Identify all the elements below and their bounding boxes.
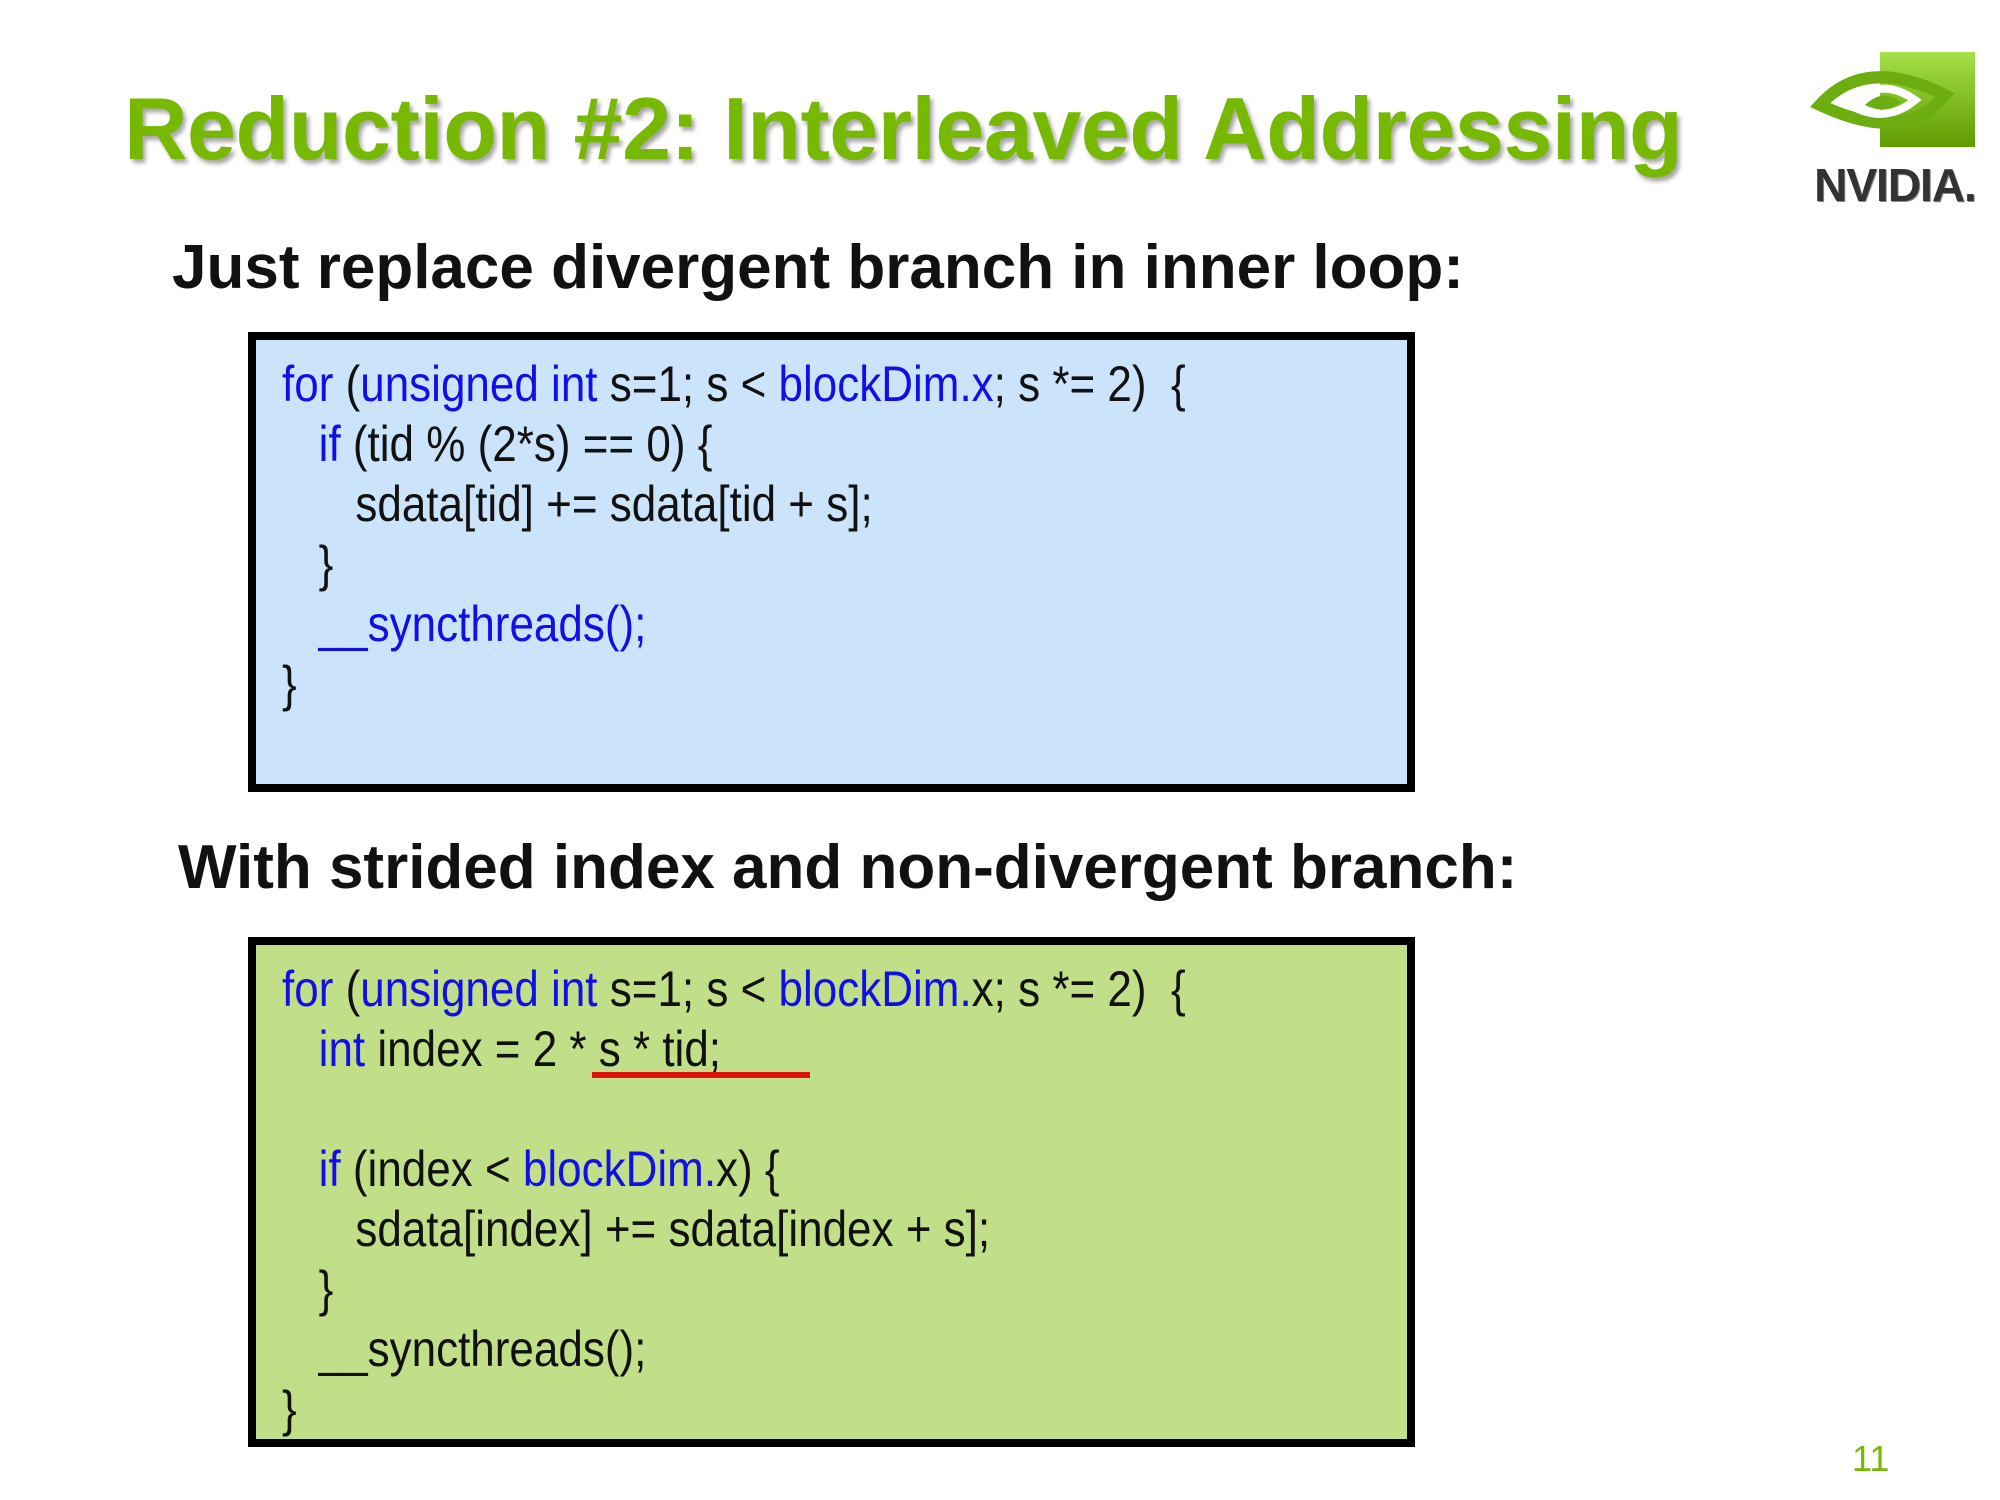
code-text: }: [282, 536, 334, 592]
code-text: s=1; s <: [597, 961, 779, 1017]
code-keyword: for: [282, 961, 334, 1017]
code-keyword: __syncthreads();: [318, 596, 647, 652]
code-text: sdata[index] += sdata[index + s];: [282, 1201, 991, 1257]
code-keyword: int: [318, 1021, 366, 1077]
code-text: (tid % (2*s) == 0) {: [340, 416, 713, 472]
code-box-strided: for (unsigned int s=1; s < blockDim.x; s…: [248, 937, 1415, 1447]
code-line: if (index < blockDim.x) {: [282, 1139, 1186, 1199]
code-text: [282, 1081, 294, 1137]
code-text: }: [282, 656, 297, 712]
code-keyword: unsigned int: [360, 961, 598, 1017]
code-text: }: [282, 1381, 297, 1437]
nvidia-wordmark: NVIDIA.: [1814, 159, 1977, 211]
subtitle-divergent: Just replace divergent branch in inner l…: [172, 233, 1464, 302]
code-box-original: for (unsigned int s=1; s < blockDim.x; s…: [248, 332, 1415, 792]
code-text: ; s *= 2) {: [993, 356, 1186, 412]
code-text: x; s *= 2) {: [971, 961, 1186, 1017]
code-keyword: blockDim.: [778, 961, 972, 1017]
code-line: [282, 1079, 1186, 1139]
code-line: for (unsigned int s=1; s < blockDim.x; s…: [282, 959, 1186, 1019]
code-line: }: [282, 534, 1186, 594]
slide-title: Reduction #2: Interleaved Addressing: [124, 79, 1683, 178]
code-keyword: if: [318, 416, 341, 472]
code-keyword: unsigned int: [360, 356, 598, 412]
code-keyword: for: [282, 356, 334, 412]
page-number: 11: [1852, 1438, 1890, 1479]
code-line: __syncthreads();: [282, 1319, 1186, 1379]
code-text: sdata[tid] += sdata[tid + s];: [282, 476, 873, 532]
nvidia-logo: NVIDIA.: [1795, 50, 1995, 211]
code-line: if (tid % (2*s) == 0) {: [282, 414, 1186, 474]
code-keyword: blockDim.x: [778, 356, 994, 412]
code-line: sdata[tid] += sdata[tid + s];: [282, 474, 1186, 534]
code-text: (index <: [340, 1141, 523, 1197]
code-text: [282, 1021, 319, 1077]
code-text: [282, 596, 319, 652]
code-text: (: [333, 356, 361, 412]
code-line: }: [282, 1259, 1186, 1319]
code-keyword: if: [318, 1141, 341, 1197]
code-keyword: blockDim.: [522, 1141, 717, 1197]
code-text: (: [333, 961, 361, 1017]
code-line: }: [282, 1379, 1186, 1439]
code-text: [282, 416, 319, 472]
subtitle-strided: With strided index and non-divergent bra…: [178, 833, 1518, 902]
code-text: [282, 1141, 319, 1197]
red-underline-highlight: [592, 1072, 810, 1078]
code-line: sdata[index] += sdata[index + s];: [282, 1199, 1186, 1259]
code-text: index = 2 * s * tid;: [365, 1021, 722, 1077]
code-line: int index = 2 * s * tid;: [282, 1019, 1186, 1079]
code-line: __syncthreads();: [282, 594, 1186, 654]
code-block-strided: for (unsigned int s=1; s < blockDim.x; s…: [282, 959, 1186, 1439]
code-text: s=1; s <: [597, 356, 779, 412]
code-line: }: [282, 654, 1186, 714]
code-text: x) {: [716, 1141, 780, 1197]
code-text: __syncthreads();: [282, 1321, 647, 1377]
nvidia-eye-icon: [1810, 52, 1975, 147]
code-line: for (unsigned int s=1; s < blockDim.x; s…: [282, 354, 1186, 414]
code-block-original: for (unsigned int s=1; s < blockDim.x; s…: [282, 354, 1186, 714]
code-text: }: [282, 1261, 334, 1317]
